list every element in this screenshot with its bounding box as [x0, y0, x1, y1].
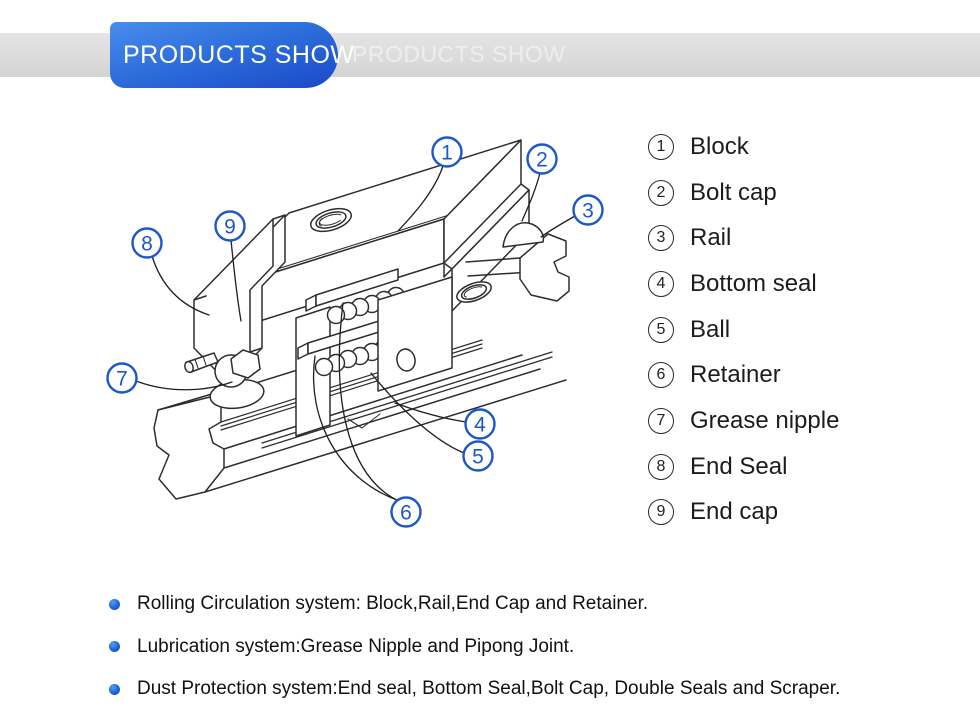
callout-2: 2 [526, 143, 558, 175]
header-ghost-title: PRODUCTS SHOW [352, 41, 566, 67]
callout-leader-lines [135, 165, 576, 504]
legend-item-end-cap: 9 End cap [648, 490, 839, 536]
legend-item-end-seal: 8 End Seal [648, 444, 839, 490]
legend-number: 7 [648, 407, 674, 434]
legend-label: Bottom seal [690, 269, 817, 297]
svg-text:5: 5 [472, 446, 484, 469]
svg-text:4: 4 [474, 414, 486, 437]
legend-label: Rail [690, 224, 732, 252]
legend-number: 1 [648, 133, 674, 160]
callout-1: 1 [431, 136, 463, 168]
callout-3: 3 [572, 194, 604, 226]
callout-5: 5 [462, 440, 494, 472]
callout-7: 7 [106, 362, 138, 394]
legend-number: 8 [648, 453, 674, 480]
legend-label: Bolt cap [690, 178, 777, 206]
legend-label: Block [690, 132, 749, 160]
ball-row-illustration [314, 286, 406, 377]
legend-item-grease-nipple: 7 Grease nipple [648, 398, 839, 444]
svg-text:3: 3 [582, 200, 594, 223]
block-front-plate-illustration [377, 276, 453, 392]
svg-text:7: 7 [116, 368, 128, 391]
parts-legend: 1 Block 2 Bolt cap 3 Rail 4 Bottom seal … [648, 124, 839, 535]
legend-number: 9 [648, 499, 674, 526]
note-text: Dust Protection system:End seal, Bottom … [137, 678, 841, 700]
callout-markers: 1 2 3 4 5 6 7 8 [106, 136, 604, 528]
legend-label: Retainer [690, 361, 781, 389]
legend-item-rail: 3 Rail [648, 215, 839, 261]
legend-item-bolt-cap: 2 Bolt cap [648, 170, 839, 216]
rail-end-illustration [465, 222, 570, 302]
note-lubrication: Lubrication system:Grease Nipple and Pip… [109, 626, 840, 669]
note-text: Lubrication system:Grease Nipple and Pip… [137, 635, 575, 657]
legend-item-block: 1 Block [648, 124, 839, 170]
callout-8: 8 [131, 227, 163, 259]
threaded-hole [456, 281, 492, 303]
note-dust-protection: Dust Protection system:End seal, Bottom … [109, 668, 840, 711]
legend-label: End cap [690, 498, 779, 526]
legend-number: 6 [648, 362, 674, 389]
legend-label: Ball [690, 315, 731, 343]
page-title: PRODUCTS SHOW [123, 40, 355, 69]
legend-item-bottom-seal: 4 Bottom seal [648, 261, 839, 307]
legend-number: 2 [648, 179, 674, 206]
legend-number: 5 [648, 316, 674, 343]
legend-item-ball: 5 Ball [648, 307, 839, 353]
note-rolling-circulation: Rolling Circulation system: Block,Rail,E… [109, 583, 840, 626]
note-text: Rolling Circulation system: Block,Rail,E… [137, 593, 649, 615]
svg-text:2: 2 [536, 149, 548, 172]
callout-4: 4 [464, 408, 496, 440]
bullet-icon [109, 683, 120, 695]
callout-9: 9 [214, 210, 246, 242]
legend-number: 3 [648, 225, 674, 252]
legend-number: 4 [648, 270, 674, 297]
bullet-icon [109, 598, 120, 610]
grease-nipple-illustration [184, 349, 265, 410]
threaded-hole [309, 207, 353, 233]
legend-item-retainer: 6 Retainer [648, 352, 839, 398]
svg-text:9: 9 [224, 216, 236, 239]
svg-text:8: 8 [141, 233, 153, 256]
system-notes: Rolling Circulation system: Block,Rail,E… [109, 583, 840, 711]
legend-label: End Seal [690, 452, 788, 480]
svg-text:1: 1 [441, 142, 453, 165]
svg-text:6: 6 [400, 502, 412, 525]
bullet-icon [109, 641, 120, 653]
bolt-cap-illustration [502, 222, 545, 248]
legend-label: Grease nipple [690, 406, 840, 434]
callout-6: 6 [390, 496, 422, 528]
products-show-badge: PRODUCTS SHOW [110, 22, 354, 88]
